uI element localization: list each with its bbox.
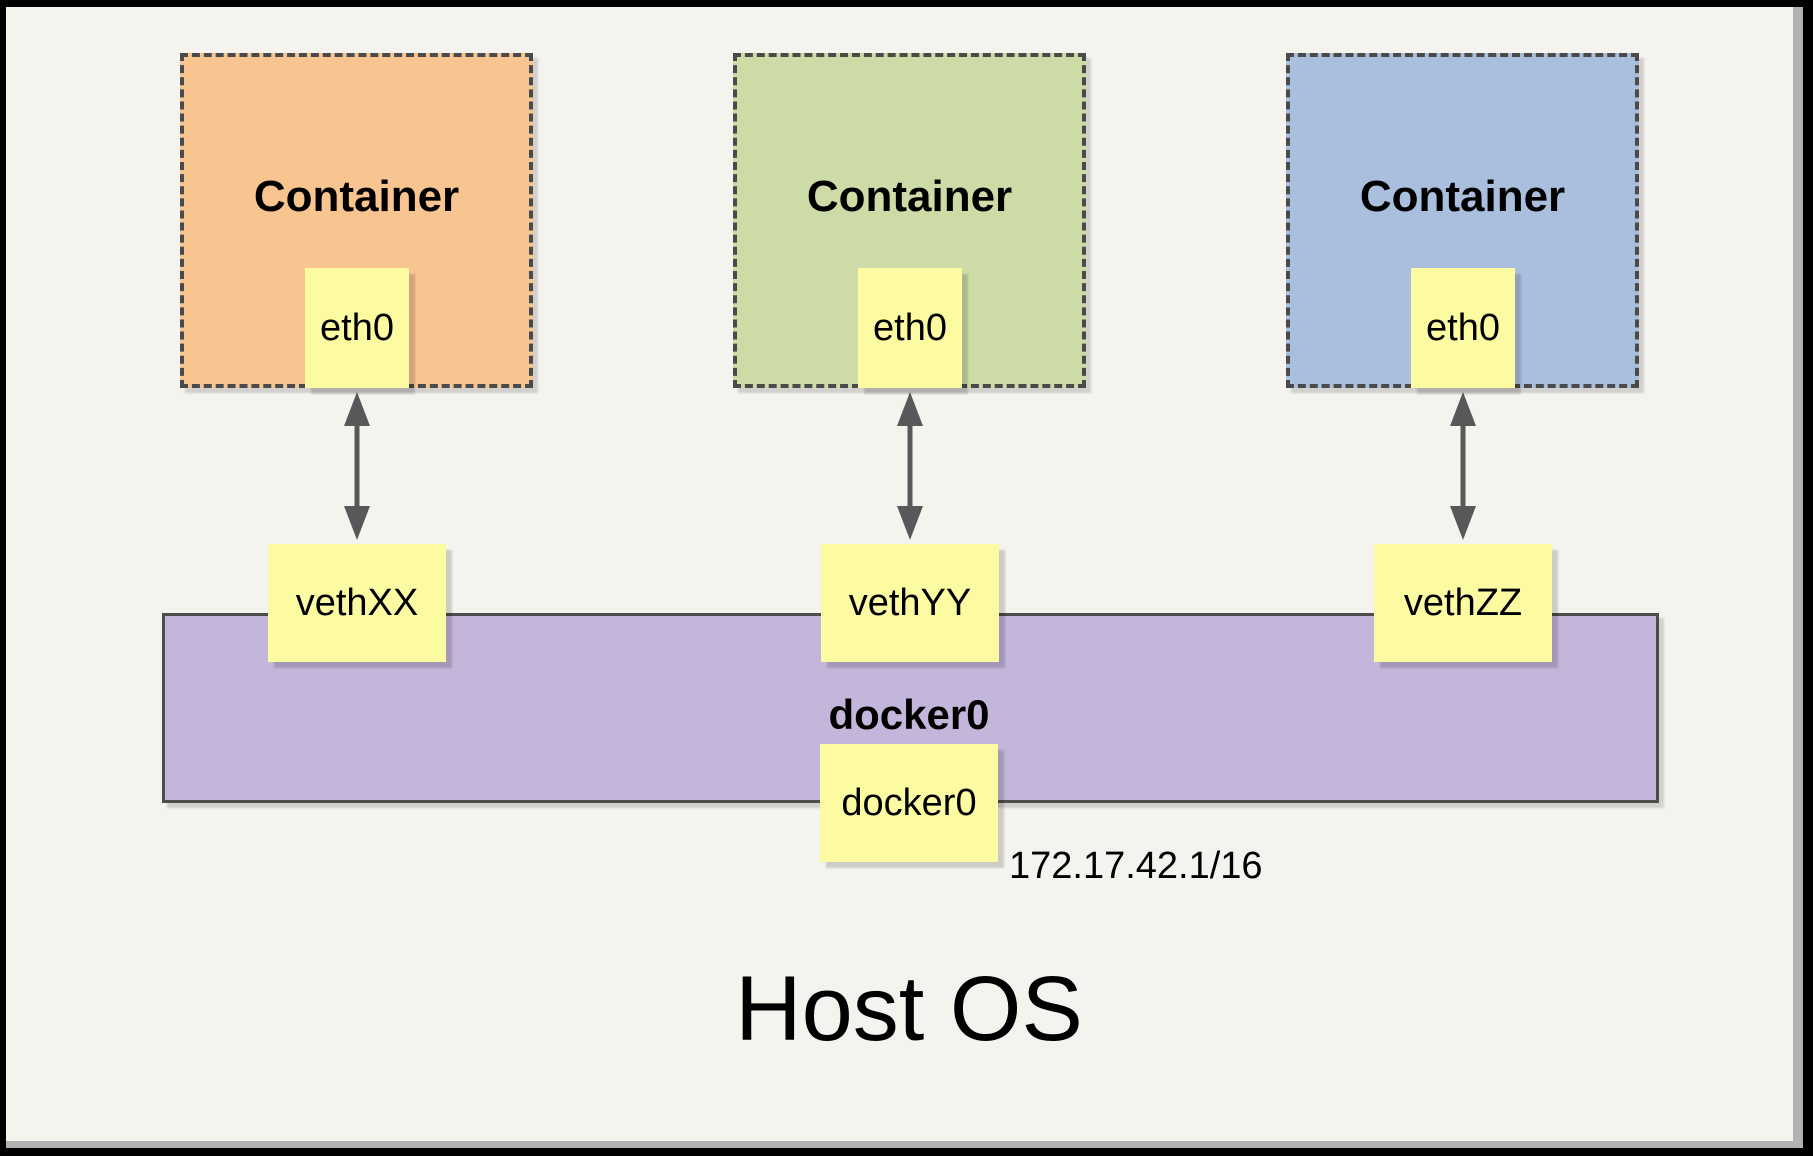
veth-link-arrow-1 [339, 390, 375, 542]
double-arrow-icon [344, 392, 370, 540]
host-os-title: Host OS [735, 958, 1083, 1060]
container-label-2: Container [806, 172, 1013, 221]
docker0-interface-label: docker0 [841, 781, 977, 824]
container-label-3: Container [1359, 172, 1566, 221]
eth0-label-1: eth0 [320, 306, 394, 349]
veth-link-arrow-2 [892, 390, 928, 542]
double-arrow-icon [897, 392, 923, 540]
container-box-3: Container [1286, 53, 1639, 388]
vethyy-label: vethYY [848, 581, 972, 624]
veth-link-arrow-3 [1445, 390, 1481, 542]
eth0-label-3: eth0 [1426, 306, 1500, 349]
vethxx-label: vethXX [295, 581, 419, 624]
eth0-box-2: eth0 [858, 268, 962, 388]
double-arrow-icon [1450, 392, 1476, 540]
docker0-bridge-label: docker0 [828, 691, 990, 738]
container-label-1: Container [253, 172, 460, 221]
docker0-interface-box: docker0 [820, 744, 998, 862]
vethzz-label: vethZZ [1403, 581, 1523, 624]
vethxx-box: vethXX [268, 544, 446, 662]
eth0-box-3: eth0 [1411, 268, 1515, 388]
eth0-box-1: eth0 [305, 268, 409, 388]
vethzz-box: vethZZ [1374, 544, 1552, 662]
eth0-label-2: eth0 [873, 306, 947, 349]
bridge-ip-label: 172.17.42.1/16 [1009, 845, 1263, 887]
vethyy-box: vethYY [821, 544, 999, 662]
